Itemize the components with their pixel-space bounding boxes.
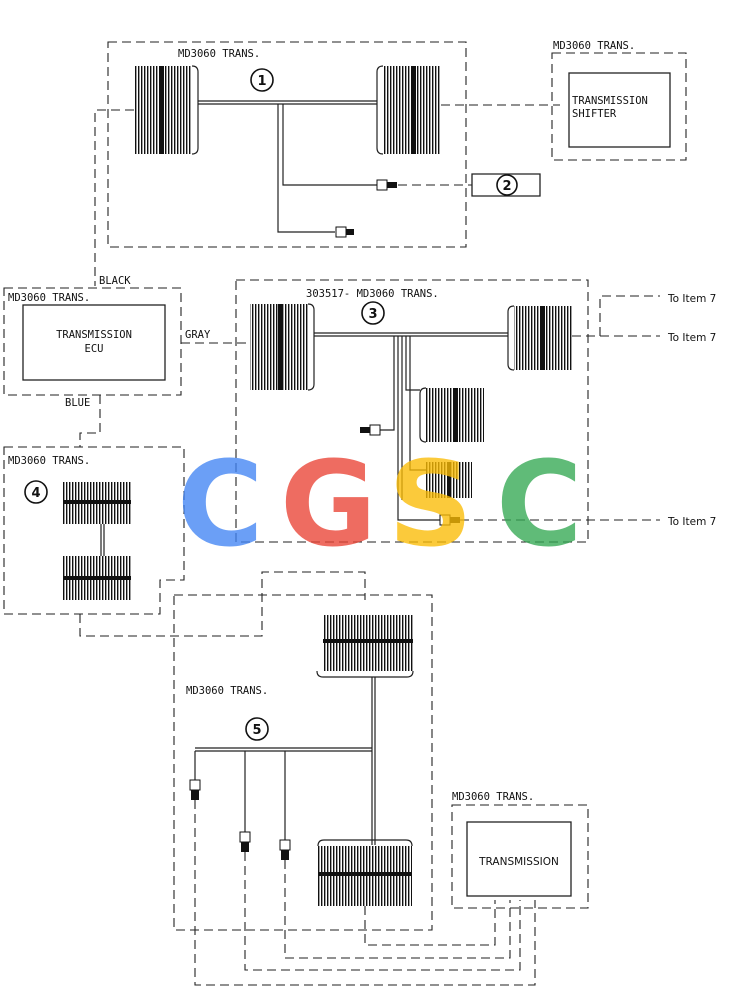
shifter-box-label: MD3060 TRANS. (553, 40, 635, 52)
harness-item-3: 303517- MD3060 TRANS. 3 (235, 279, 716, 543)
connector-1a (134, 65, 199, 155)
connector-5b (317, 839, 413, 906)
watermark-letter-g: G (280, 435, 377, 573)
connector-3b (507, 305, 572, 371)
wire-label-black: BLACK (99, 275, 131, 287)
connector-4b (63, 556, 131, 600)
to-item-7-b: To Item 7 (667, 332, 716, 344)
wire-label-blue: BLUE (65, 397, 90, 409)
shifter-line2: SHIFTER (572, 108, 617, 120)
to-item-7-a: To Item 7 (667, 293, 716, 305)
transmission-box-label: MD3060 TRANS. (452, 791, 534, 803)
item-3-label: 303517- MD3060 TRANS. (306, 288, 439, 300)
connector-3c (419, 387, 484, 443)
ecu-line1: TRANSMISSION (56, 329, 132, 341)
connector-4a (63, 482, 131, 524)
item-4-label: MD3060 TRANS. (8, 455, 90, 467)
watermark-letter-s: S (388, 435, 473, 573)
to-item-7-c: To Item 7 (667, 516, 716, 528)
ecu-box-label: MD3060 TRANS. (8, 292, 90, 304)
callout-2: 2 (502, 179, 511, 194)
connector-1b (376, 65, 441, 155)
shifter-line1: TRANSMISSION (572, 95, 648, 107)
plug-5c (279, 839, 291, 860)
harness-item-5: MD3060 TRANS. 5 (173, 594, 536, 986)
watermark-letter-c1: C (177, 435, 264, 573)
cgsc-watermark: C G S C (177, 435, 583, 573)
transmission-ecu: MD3060 TRANS. TRANSMISSION ECU BLACK GRA… (3, 275, 248, 447)
transmission-unit: MD3060 TRANS. TRANSMISSION (451, 791, 589, 909)
harness-item-1: MD3060 TRANS. 2 1 (94, 41, 560, 286)
plug-3a (360, 424, 381, 436)
connector-3d (426, 462, 472, 498)
connector-3a (250, 303, 315, 391)
item-1-label: MD3060 TRANS. (178, 48, 260, 60)
callout-5: 5 (252, 723, 261, 738)
plug-3b (439, 514, 460, 526)
plug-1b (335, 226, 354, 238)
harness-item-4: MD3060 TRANS. 4 (3, 446, 366, 637)
transmission-label: TRANSMISSION (478, 856, 559, 868)
callout-4: 4 (31, 486, 40, 501)
item-5-label: MD3060 TRANS. (186, 685, 268, 697)
callout-3: 3 (368, 307, 377, 322)
callout-1: 1 (257, 74, 266, 89)
transmission-shifter: MD3060 TRANS. TRANSMISSION SHIFTER (551, 40, 687, 161)
plug-5a (189, 779, 201, 800)
ecu-line2: ECU (85, 343, 104, 355)
wire-label-gray: GRAY (185, 329, 211, 341)
watermark-letter-c2: C (496, 435, 583, 573)
connector-5a (316, 615, 414, 678)
plug-1a (376, 179, 397, 191)
plug-5b (239, 831, 251, 852)
